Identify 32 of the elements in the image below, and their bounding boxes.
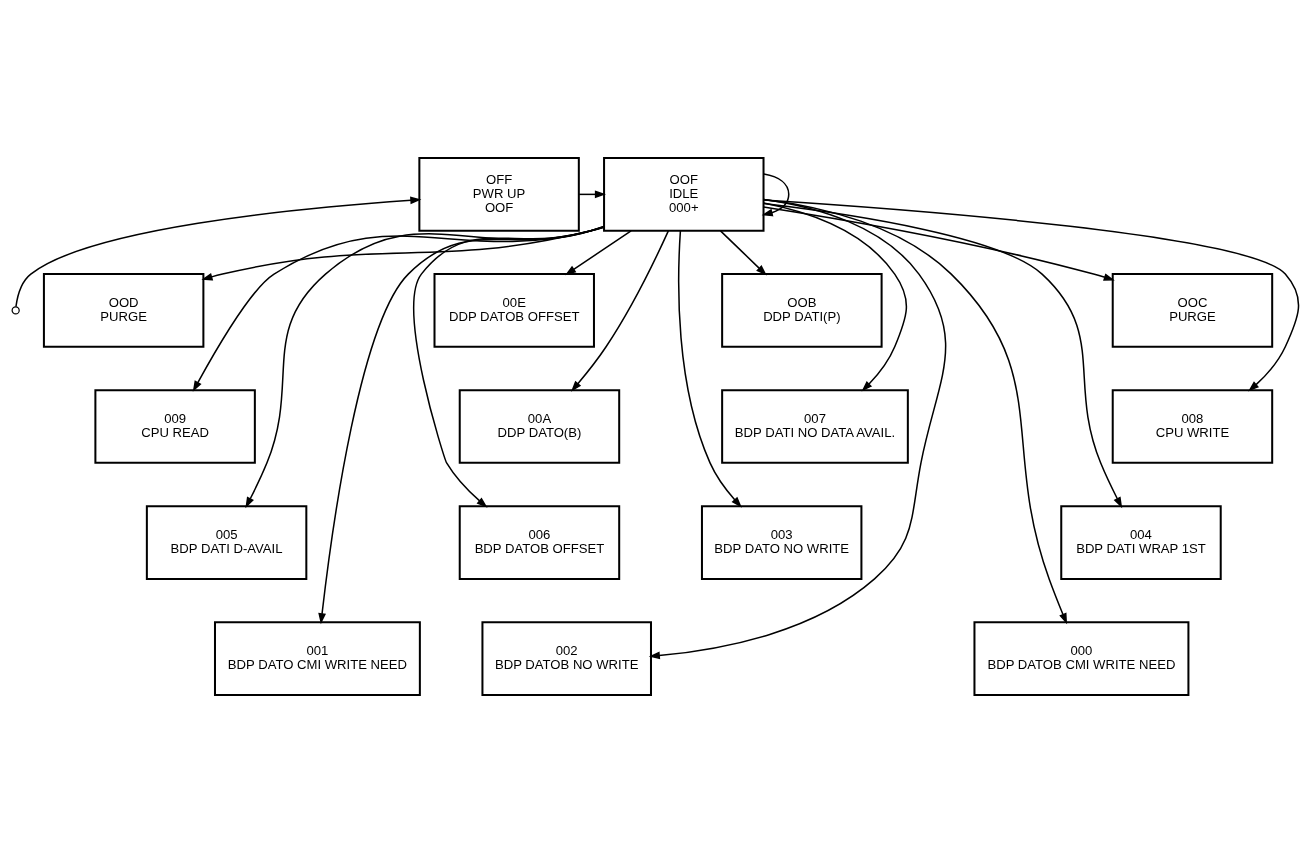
node-box: OOB DDP DATI(P) xyxy=(721,272,883,348)
node-box: 002 BDP DATOB NO WRITE xyxy=(481,620,652,696)
node-box: 006 BDP DATOB OFFSET xyxy=(458,504,621,580)
arrow xyxy=(762,202,1123,508)
arrow xyxy=(245,225,605,508)
node-box: OOD PURGE xyxy=(42,272,205,348)
arrow xyxy=(761,172,790,216)
arrow xyxy=(762,198,1300,392)
arrow xyxy=(762,198,1068,624)
node-box: 009 CPU READ xyxy=(94,388,256,464)
node-box: 008 CPU WRITE xyxy=(1111,388,1274,464)
node-box: 007 BDP DATI NO DATA AVAIL. xyxy=(721,388,909,464)
arrow xyxy=(762,201,908,391)
node-box: 001 BDP DATO CMI WRITE NEED xyxy=(214,620,421,696)
arrow xyxy=(192,225,605,392)
arrow xyxy=(762,205,1115,281)
arrow xyxy=(318,225,605,624)
node-circle xyxy=(11,305,20,315)
arrow xyxy=(719,229,767,276)
node-box: OFF PWR UP OOF xyxy=(418,156,580,232)
node-box: 00E DDP DATOB OFFSET xyxy=(433,272,595,348)
node-box: OOF IDLE 000+ xyxy=(603,156,765,232)
node-box: 004 BDP DATI WRAP 1ST xyxy=(1060,504,1222,580)
node-box: 003 BDP DATO NO WRITE xyxy=(700,504,863,580)
arrow xyxy=(570,229,670,392)
node-box: OOC PURGE xyxy=(1111,272,1274,348)
node-box: 005 BDP DATI D-AVAIL xyxy=(145,504,308,580)
arrow xyxy=(677,229,742,508)
arrow xyxy=(565,229,632,275)
arrow xyxy=(15,195,422,307)
node-box: 000 BDP DATOB CMI WRITE NEED xyxy=(973,620,1190,696)
node-box: 00A DDP DATO(B) xyxy=(458,388,621,464)
